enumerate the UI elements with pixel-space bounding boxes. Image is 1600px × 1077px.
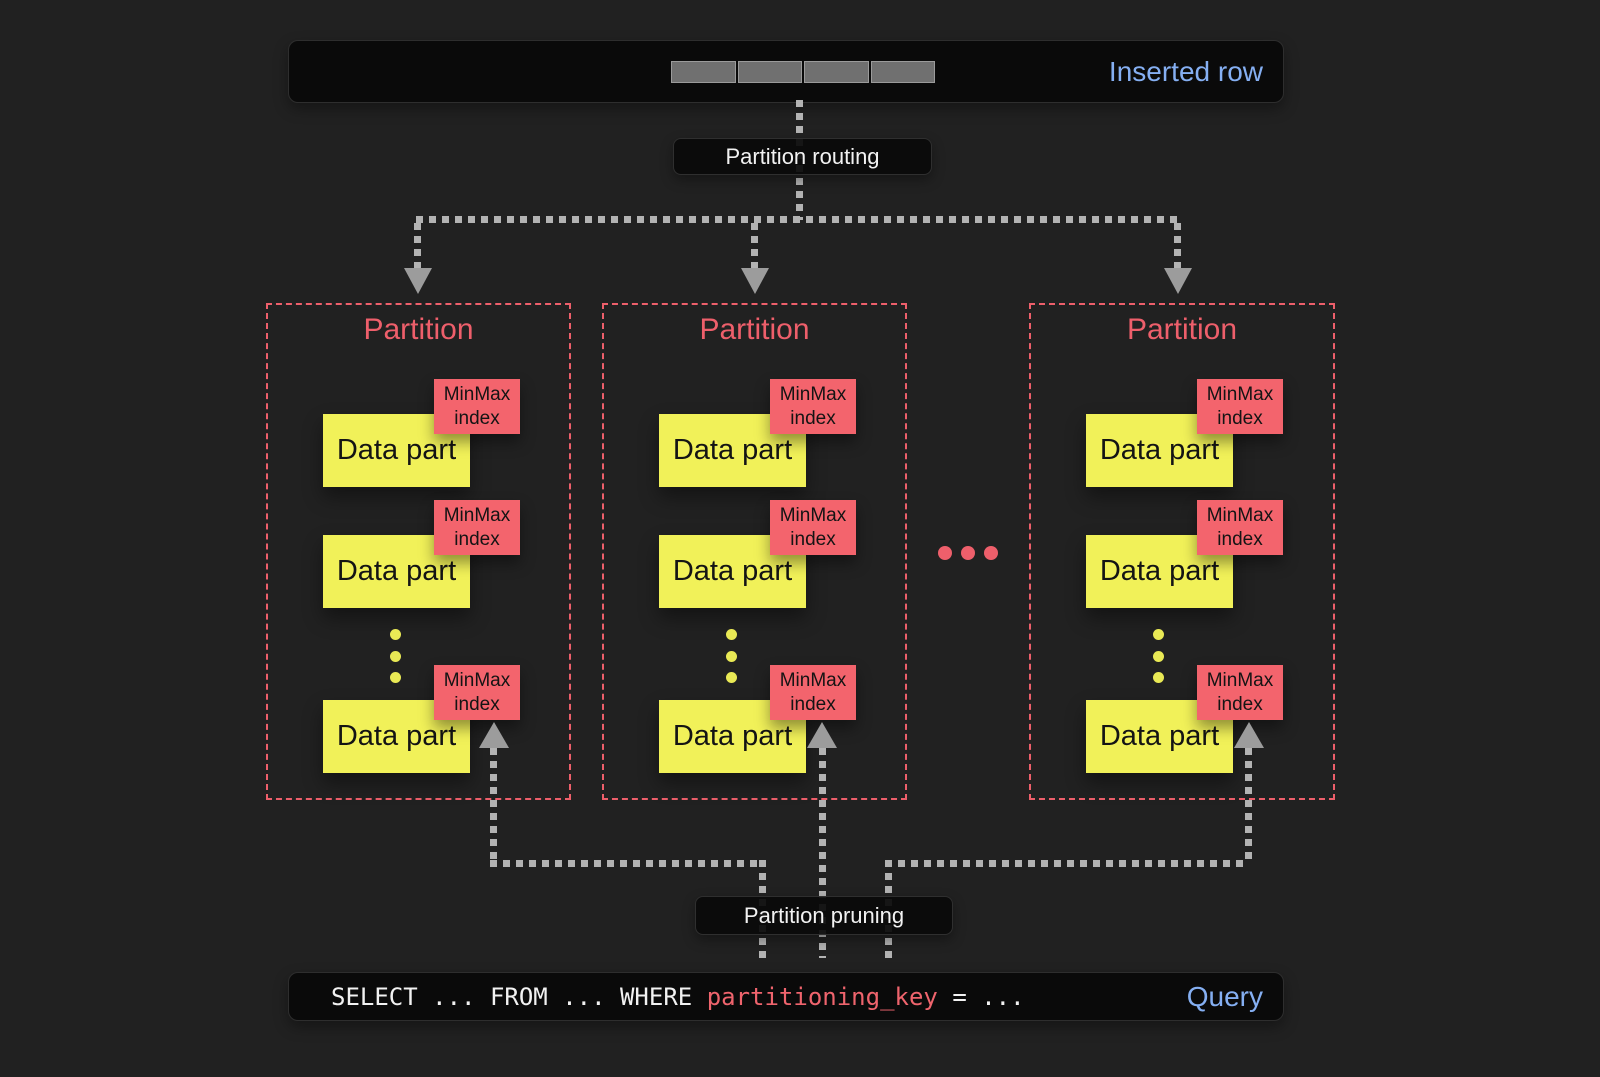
arrow-down-icon	[404, 268, 432, 294]
minmax-index-tag: MinMax index	[434, 379, 520, 434]
arrow-down-icon	[1164, 268, 1192, 294]
fanout-line	[416, 216, 1181, 223]
query-bar: SELECT ... FROM ... WHERE partitioning_k…	[288, 972, 1284, 1021]
minmax-index-tag: MinMax index	[434, 665, 520, 720]
data-part-box: Data part	[1086, 414, 1233, 487]
sql-statement: SELECT ... FROM ... WHERE partitioning_k…	[331, 973, 1025, 1020]
partition-box-2: Partition MinMax index Data part MinMax …	[602, 303, 907, 800]
pruning-line-left-up	[490, 748, 497, 863]
sql-prefix: SELECT ... FROM ... WHERE	[331, 982, 707, 1011]
pruning-line-right-horizontal	[885, 860, 1249, 867]
arrow-down-icon	[741, 268, 769, 294]
row-segment	[737, 61, 802, 83]
more-parts-dot	[390, 651, 401, 662]
fanout-drop-right	[1174, 223, 1181, 270]
inserted-row-segments	[671, 61, 935, 83]
more-parts-dot	[1153, 629, 1164, 640]
partition-title: Partition	[363, 313, 474, 346]
minmax-index-tag: MinMax index	[1197, 379, 1283, 434]
minmax-index-tag: MinMax index	[770, 500, 856, 555]
arrow-up-icon	[807, 722, 837, 748]
minmax-index-tag: MinMax index	[1197, 665, 1283, 720]
more-parts-dot	[726, 672, 737, 683]
partition-routing-label: Partition routing	[673, 138, 932, 175]
ellipsis-dot	[938, 546, 952, 560]
partition-title: Partition	[699, 313, 810, 346]
row-segment	[870, 61, 935, 83]
fanout-drop-left	[414, 223, 421, 270]
minmax-index-tag: MinMax index	[770, 665, 856, 720]
more-parts-dot	[1153, 651, 1164, 662]
minmax-index-tag: MinMax index	[1197, 500, 1283, 555]
inserted-row-bar: Inserted row	[288, 40, 1284, 103]
ellipsis-dot	[984, 546, 998, 560]
inserted-row-label: Inserted row	[1108, 55, 1263, 87]
sql-suffix: = ...	[937, 982, 1025, 1011]
more-parts-dot	[726, 651, 737, 662]
more-parts-dot	[1153, 672, 1164, 683]
ellipsis-dot	[961, 546, 975, 560]
partition-title: Partition	[1126, 313, 1238, 346]
fanout-drop-middle	[751, 223, 758, 270]
sql-partitioning-key: partitioning_key	[706, 982, 938, 1011]
row-segment	[804, 61, 869, 83]
arrow-up-icon	[1234, 722, 1264, 748]
more-parts-dot	[726, 629, 737, 640]
row-segment	[671, 61, 736, 83]
more-parts-dot	[390, 672, 401, 683]
more-partitions-ellipsis	[938, 546, 998, 560]
pruning-line-right-up	[1245, 748, 1252, 863]
query-label: Query	[1186, 980, 1263, 1012]
pruning-line-middle	[819, 748, 826, 958]
pruning-line-left-horizontal	[490, 860, 766, 867]
minmax-index-tag: MinMax index	[434, 500, 520, 555]
partition-box-3: Partition MinMax index Data part MinMax …	[1029, 303, 1335, 800]
more-parts-dot	[390, 629, 401, 640]
minmax-index-tag: MinMax index	[770, 379, 856, 434]
partition-pruning-label: Partition pruning	[695, 896, 953, 935]
arrow-up-icon	[479, 722, 509, 748]
partition-box-1: Partition MinMax index Data part MinMax …	[266, 303, 571, 800]
data-part-box: Data part	[323, 700, 470, 773]
